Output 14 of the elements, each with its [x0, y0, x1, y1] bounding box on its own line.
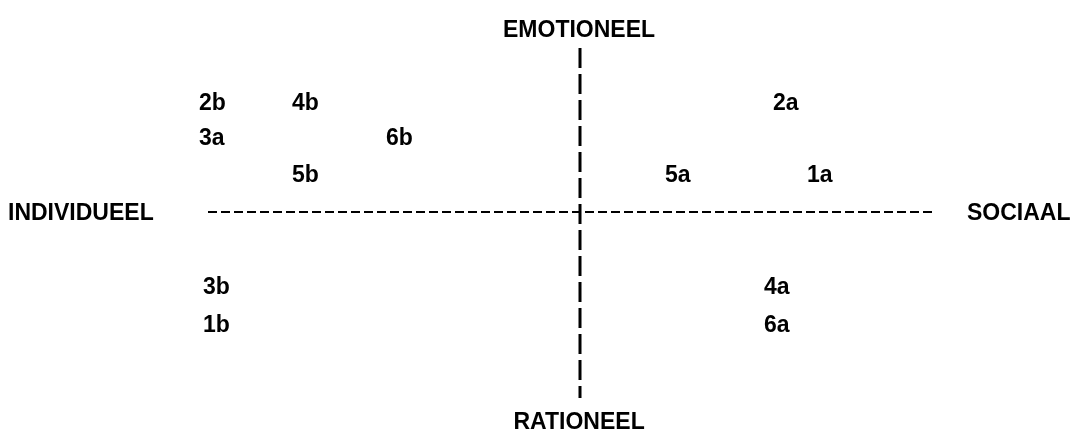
quadrant-item: 3a [199, 124, 225, 150]
quadrant-item: 5b [292, 161, 319, 187]
quadrant-item: 6b [386, 124, 413, 150]
axis-label: RATIONEEL [513, 408, 645, 434]
quadrant-item: 1a [807, 161, 833, 187]
quadrant-item: 3b [203, 273, 230, 299]
quadrant-item: 4b [292, 89, 319, 115]
axis-label: EMOTIONEEL [503, 16, 656, 42]
quadrant-item: 4a [764, 273, 790, 299]
quadrant-item: 1b [203, 311, 230, 337]
quadrant-item: 5a [665, 161, 691, 187]
quadrant-item: 6a [764, 311, 790, 337]
quadrant-item: 2a [773, 89, 799, 115]
quadrant-item: 2b [199, 89, 226, 115]
